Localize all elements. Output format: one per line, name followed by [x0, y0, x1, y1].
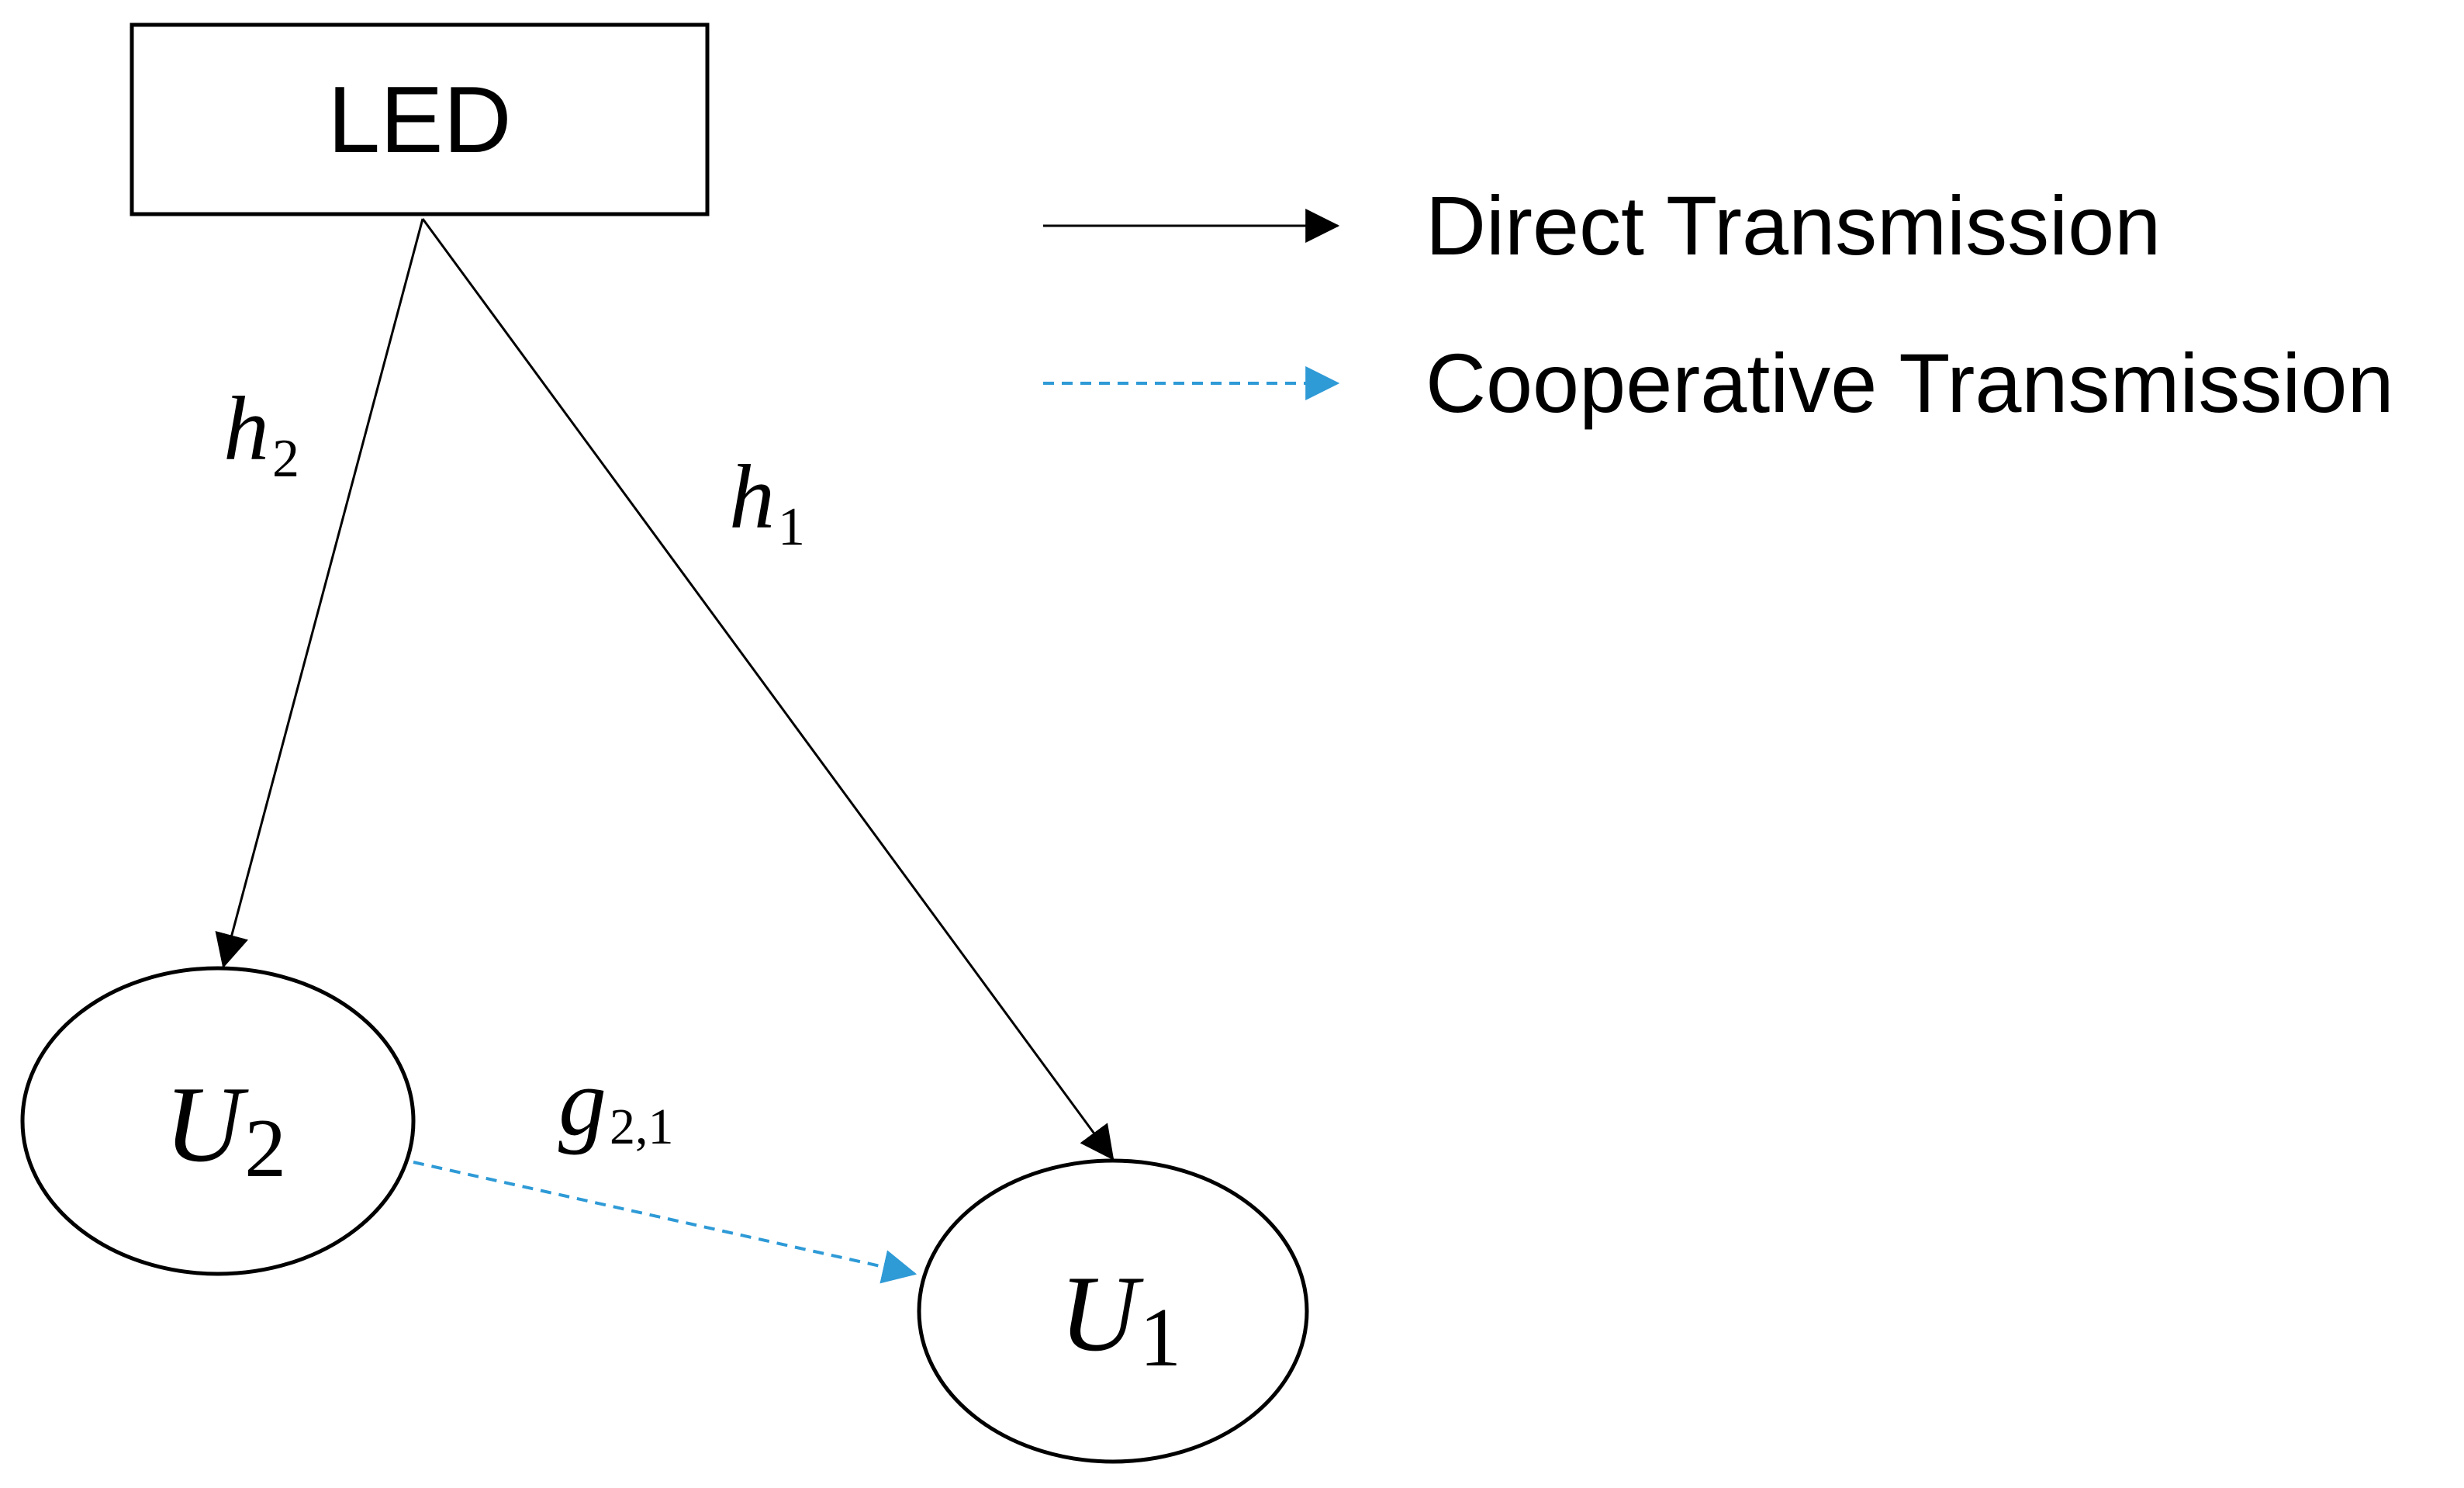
u2-label: U2 [164, 1064, 286, 1195]
legend-item-cooperative: Cooperative Transmission [1043, 336, 2394, 430]
legend-cooperative-label: Cooperative Transmission [1426, 336, 2394, 430]
u1-ellipse [917, 1158, 1309, 1464]
led-label: LED [327, 67, 511, 172]
u2-ellipse [20, 966, 416, 1276]
edge-led-to-u1-line [421, 218, 1115, 1161]
edge-u2-to-u1: g2,1 [413, 1049, 918, 1284]
edge-u2-to-u1-label: g2,1 [558, 1049, 674, 1155]
edge-led-to-u2: h2 [215, 218, 424, 969]
edge-led-to-u1-label: h1 [729, 446, 805, 557]
u1-node: U1 [917, 1158, 1309, 1464]
edge-u2-to-u1-line [413, 1161, 918, 1284]
edge-led-to-u2-label: h2 [223, 378, 299, 489]
legend: Direct Transmission Cooperative Transmis… [1043, 178, 2394, 430]
legend-direct-label: Direct Transmission [1426, 178, 2161, 272]
u2-node: U2 [20, 966, 416, 1276]
edge-led-to-u1: h1 [421, 218, 1115, 1161]
led-box [130, 22, 710, 216]
u1-label: U1 [1059, 1254, 1181, 1384]
led-node: LED [130, 22, 710, 216]
edge-led-to-u2-line [215, 218, 424, 969]
legend-item-direct: Direct Transmission [1043, 178, 2161, 272]
